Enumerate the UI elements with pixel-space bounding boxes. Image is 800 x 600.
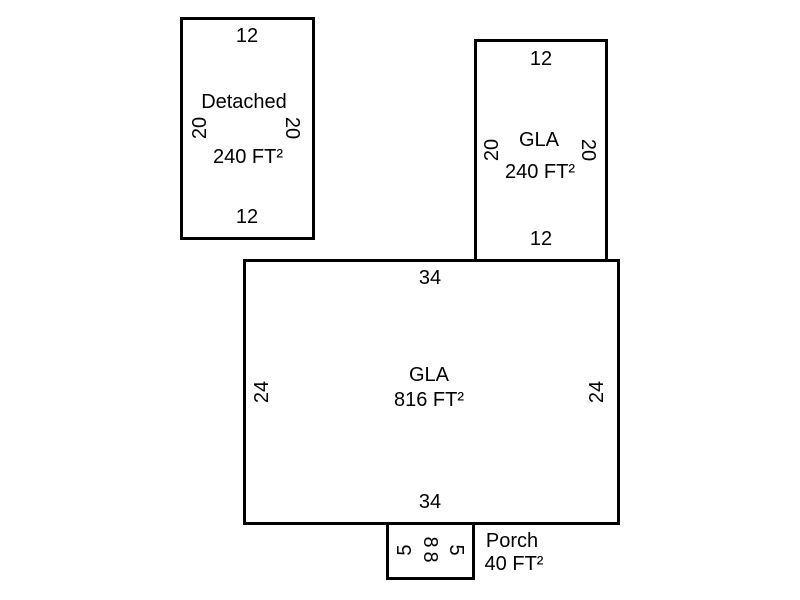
gla-upper-right-dim: 20 bbox=[577, 138, 599, 162]
detached-bottom-dim: 12 bbox=[235, 206, 259, 228]
gla-upper-bottom-dim: 12 bbox=[529, 228, 553, 250]
gla-upper-area: 240 FT² bbox=[504, 161, 576, 183]
porch-bottom-dim: 8 bbox=[419, 551, 441, 563]
detached-area: 240 FT² bbox=[212, 146, 284, 168]
detached-top-dim: 12 bbox=[235, 25, 259, 47]
porch-top-dim: 8 bbox=[419, 536, 441, 548]
room-detached bbox=[180, 17, 315, 240]
gla-main-label: GLA bbox=[408, 364, 450, 386]
porch-label: Porch bbox=[485, 530, 539, 552]
detached-label: Detached bbox=[201, 91, 287, 113]
detached-left-dim: 20 bbox=[189, 116, 211, 140]
gla-upper-label: GLA bbox=[518, 129, 560, 151]
gla-main-bottom-dim: 34 bbox=[418, 491, 442, 513]
porch-area: 40 FT² bbox=[484, 553, 544, 575]
gla-main-top-dim: 34 bbox=[418, 267, 442, 289]
room-porch bbox=[386, 522, 475, 580]
gla-upper-left-dim: 20 bbox=[481, 138, 503, 162]
gla-main-area: 816 FT² bbox=[393, 389, 465, 411]
gla-upper-top-dim: 12 bbox=[529, 48, 553, 70]
porch-left-dim: 5 bbox=[394, 544, 416, 556]
detached-right-dim: 20 bbox=[281, 116, 303, 140]
porch-right-dim: 5 bbox=[445, 544, 467, 556]
gla-main-left-dim: 24 bbox=[251, 380, 273, 404]
gla-main-right-dim: 24 bbox=[586, 380, 608, 404]
